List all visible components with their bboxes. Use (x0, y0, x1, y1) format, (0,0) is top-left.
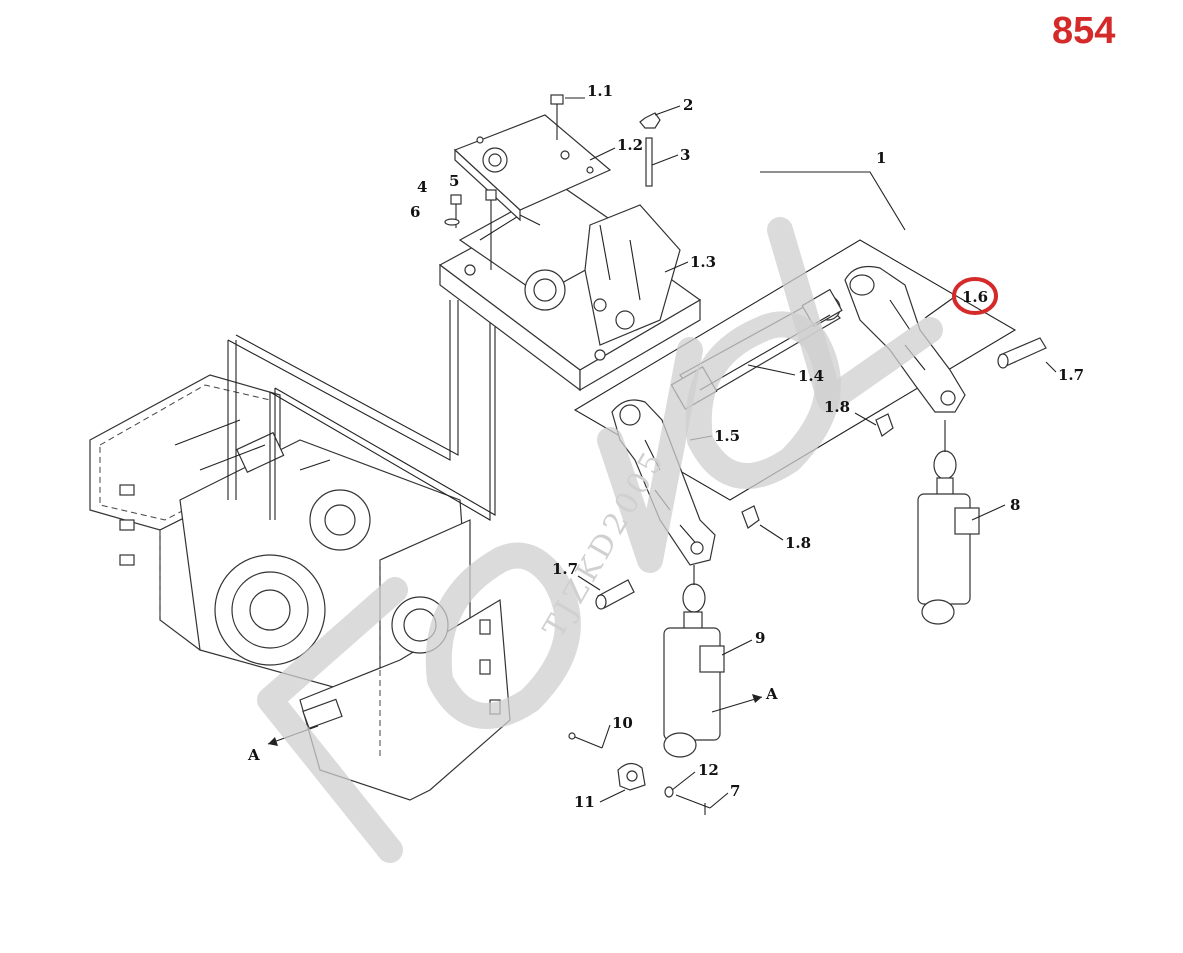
clip-1-8-left (741, 505, 760, 529)
bolt-1-1 (550, 94, 564, 140)
callout-5: 5 (449, 172, 459, 190)
lift-cover-housing (438, 184, 702, 392)
callout-8: 8 (1010, 496, 1020, 514)
callout-2: 2 (683, 96, 693, 114)
page-number: 854 (1052, 10, 1116, 52)
callout-12: 12 (698, 761, 719, 779)
callout-9: 9 (755, 629, 765, 647)
washer-6 (444, 218, 460, 226)
nut-2 (639, 112, 661, 129)
bolt-5 (485, 189, 497, 270)
callout-10: 10 (612, 714, 633, 732)
callout-4: 4 (417, 178, 427, 196)
callout-1-8-left: 1.8 (785, 534, 811, 552)
pin-1-7-right (997, 337, 1047, 369)
washer-12 (664, 786, 674, 798)
bracket-11 (617, 762, 646, 791)
callout-1: 1 (876, 149, 886, 167)
top-cover-plate (453, 114, 612, 222)
callout-1-1: 1.1 (587, 82, 613, 100)
callout-1-2: 1.2 (617, 136, 643, 154)
bolt-7 (675, 794, 711, 815)
pin-10 (568, 732, 603, 749)
callout-1-3: 1.3 (690, 253, 716, 271)
callout-6: 6 (410, 203, 420, 221)
watermark-logo (257, 217, 943, 863)
callout-a-left: A (247, 746, 260, 764)
callout-1-4: 1.4 (798, 367, 824, 385)
callout-3: 3 (680, 146, 690, 164)
callout-a-right: A (765, 685, 778, 703)
callout-11: 11 (574, 793, 595, 811)
stud-3 (645, 137, 653, 187)
lift-cylinder-left (663, 565, 725, 758)
callout-1-7-right: 1.7 (1058, 366, 1084, 384)
callout-1-7-left: 1.7 (552, 560, 578, 578)
callout-1-6-highlight (952, 277, 998, 315)
pin-1-7-left (595, 579, 635, 610)
lift-cylinder-right (917, 420, 980, 625)
callout-1-5: 1.5 (714, 427, 740, 445)
clip-1-8-right (875, 413, 894, 437)
hydraulic-pipe (227, 300, 496, 521)
callout-7: 7 (730, 782, 740, 800)
direction-arrow-right (711, 694, 763, 713)
callout-1-6: 1.6 (962, 288, 988, 306)
callout-1-8-right: 1.8 (824, 398, 850, 416)
transmission-housing (89, 374, 511, 801)
